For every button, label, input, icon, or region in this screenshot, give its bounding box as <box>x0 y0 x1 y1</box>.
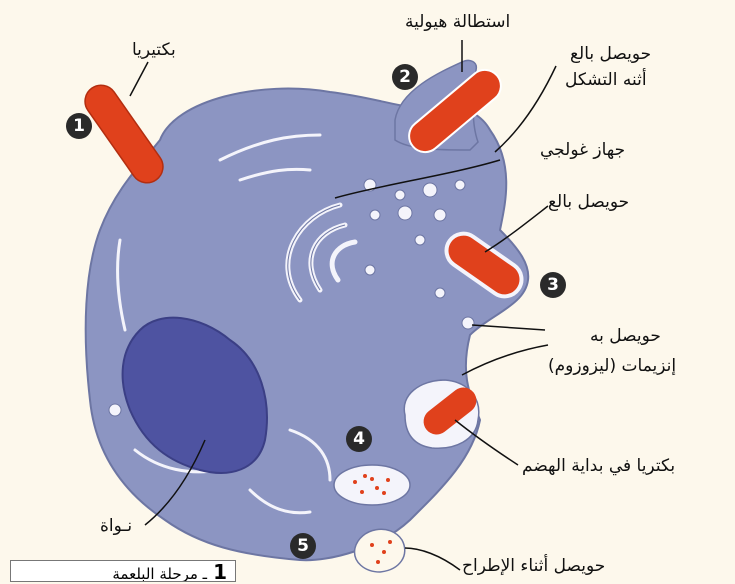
bacteria-step1 <box>79 79 169 189</box>
exocytosis <box>355 529 405 572</box>
step-badge-3: 3 <box>540 272 566 298</box>
step-badge-4: 4 <box>346 426 372 452</box>
label-nucleus: نـواة <box>100 516 132 537</box>
figure-number: 1 <box>213 560 227 582</box>
label-lysosome-1: حويصل به <box>590 326 661 347</box>
step-badge-2: 2 <box>392 64 418 90</box>
label-lysosome-2: إنزيمات (ليزوزوم) <box>548 356 676 377</box>
step-badge-1: 1 <box>66 113 92 139</box>
label-excretion-vesicle: حويصل أثناء الإطراح <box>462 556 605 577</box>
label-vesicle-forming-2: أثنه التشكل <box>565 70 647 91</box>
label-digestion-start: بكتريا في بداية الهضم <box>522 456 675 477</box>
label-golgi: جهاز غولجي <box>540 140 625 161</box>
residual-body <box>334 465 410 505</box>
figure-caption: 1 ـ مرحلة البلعمة <box>10 560 236 582</box>
label-vesicle-forming-1: حويصل بالع <box>570 44 651 65</box>
label-phagocytic-vesicle: حويصل بالع <box>548 192 629 213</box>
label-bacteria: بكتيريا <box>132 40 176 61</box>
label-cytoplasmic-extension: استطالة هيولية <box>405 12 510 33</box>
step-badge-5: 5 <box>290 533 316 559</box>
figure-caption-text: ـ مرحلة البلعمة <box>112 565 207 582</box>
